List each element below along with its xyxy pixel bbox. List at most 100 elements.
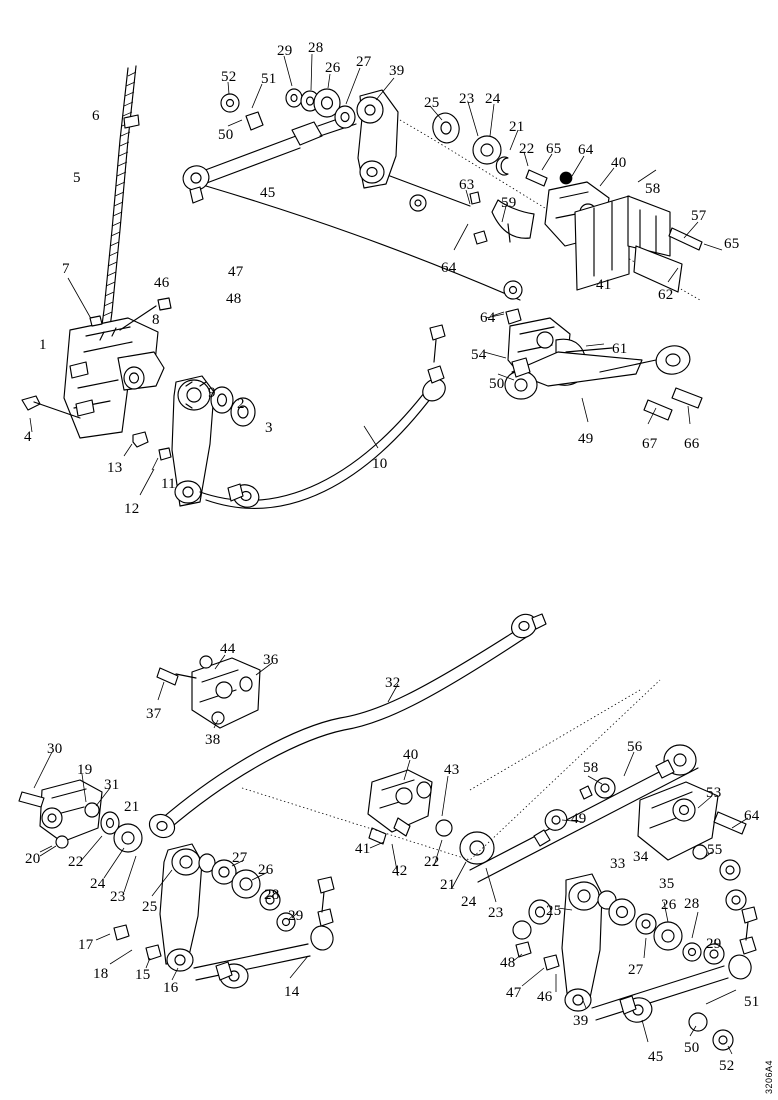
callout-lower-steering-linkage-50: 50 bbox=[684, 1040, 700, 1056]
lower-long-tie-rod-32 bbox=[148, 613, 547, 839]
lower-center-link-49 bbox=[241, 679, 699, 883]
callout-lower-steering-linkage-28: 28 bbox=[684, 896, 700, 912]
pitman-arm-assembly bbox=[123, 375, 256, 507]
drag-link-lower bbox=[199, 324, 446, 509]
callout-lower-steering-linkage-21: 21 bbox=[124, 799, 140, 815]
steering-gearbox bbox=[21, 277, 172, 439]
callout-lower-steering-linkage-33: 33 bbox=[610, 856, 626, 872]
callout-upper-steering-linkage-29: 29 bbox=[277, 43, 293, 59]
callout-upper-steering-linkage-64: 64 bbox=[480, 310, 496, 326]
callout-lower-steering-linkage-39: 39 bbox=[573, 1013, 589, 1029]
callout-upper-steering-linkage-4: 4 bbox=[24, 429, 32, 445]
callout-upper-steering-linkage-49: 49 bbox=[578, 431, 594, 447]
callout-lower-steering-linkage-22: 22 bbox=[68, 854, 84, 870]
upper-right-bracket-group bbox=[429, 101, 723, 293]
callout-lower-steering-linkage-29: 29 bbox=[288, 908, 304, 924]
callout-lower-steering-linkage-34: 34 bbox=[633, 849, 649, 865]
callout-upper-steering-linkage-40: 40 bbox=[611, 155, 627, 171]
callout-upper-steering-linkage-41: 41 bbox=[596, 277, 612, 293]
callout-lower-steering-linkage-44: 44 bbox=[220, 641, 236, 657]
drawing-code: 3206A4 bbox=[764, 1059, 774, 1094]
callout-upper-steering-linkage-27: 27 bbox=[356, 54, 372, 70]
callout-upper-steering-linkage-12: 12 bbox=[124, 501, 140, 517]
callout-lower-steering-linkage-17: 17 bbox=[78, 937, 94, 953]
callout-lower-steering-linkage-21: 21 bbox=[440, 877, 456, 893]
callout-upper-steering-linkage-10: 10 bbox=[372, 456, 388, 472]
callout-lower-steering-linkage-18: 18 bbox=[93, 966, 109, 982]
lower-right-drag-link-45 bbox=[591, 906, 758, 1055]
callout-upper-steering-linkage-61: 61 bbox=[612, 341, 628, 357]
callout-lower-steering-linkage-31: 31 bbox=[104, 777, 120, 793]
callout-upper-steering-linkage-65: 65 bbox=[546, 141, 562, 157]
callout-upper-steering-linkage-46: 46 bbox=[154, 275, 170, 291]
callout-lower-steering-linkage-56: 56 bbox=[627, 739, 643, 755]
callout-upper-steering-linkage-59: 59 bbox=[501, 195, 517, 211]
callout-lower-steering-linkage-26: 26 bbox=[258, 862, 274, 878]
steering-column-shaft bbox=[99, 65, 140, 343]
lower-center-bracket-40 bbox=[367, 759, 497, 903]
callout-lower-steering-linkage-52: 52 bbox=[719, 1058, 735, 1074]
callout-lower-steering-linkage-47: 47 bbox=[506, 985, 522, 1001]
lower-left-drag-link-14 bbox=[193, 876, 335, 989]
callout-upper-steering-linkage-3: 3 bbox=[265, 420, 273, 436]
callout-upper-steering-linkage-7: 7 bbox=[62, 261, 70, 277]
callout-upper-steering-linkage-8: 8 bbox=[152, 312, 160, 328]
callout-upper-steering-linkage-11: 11 bbox=[161, 476, 176, 492]
callout-upper-steering-linkage-64: 64 bbox=[578, 142, 594, 158]
callout-upper-steering-linkage-52: 52 bbox=[221, 69, 237, 85]
callout-lower-steering-linkage-23: 23 bbox=[110, 889, 126, 905]
callout-upper-steering-linkage-24: 24 bbox=[485, 91, 501, 107]
callout-upper-steering-linkage-6: 6 bbox=[92, 108, 100, 124]
callout-lower-steering-linkage-29: 29 bbox=[706, 936, 722, 952]
callout-upper-steering-linkage-23: 23 bbox=[459, 91, 475, 107]
callout-lower-steering-linkage-58: 58 bbox=[583, 760, 599, 776]
callout-lower-steering-linkage-53: 53 bbox=[706, 785, 722, 801]
callout-upper-steering-linkage-58: 58 bbox=[645, 181, 661, 197]
callout-upper-steering-linkage-62: 62 bbox=[658, 287, 674, 303]
callout-lower-steering-linkage-14: 14 bbox=[284, 984, 300, 1000]
callout-lower-steering-linkage-25: 25 bbox=[142, 899, 158, 915]
callout-lower-steering-linkage-55: 55 bbox=[707, 842, 723, 858]
upper-right-lower-arm bbox=[483, 313, 703, 425]
callout-upper-steering-linkage-47: 47 bbox=[228, 264, 244, 280]
callout-upper-steering-linkage-1: 1 bbox=[39, 337, 47, 353]
callout-lower-steering-linkage-22: 22 bbox=[424, 854, 440, 870]
callout-lower-steering-linkage-48: 48 bbox=[500, 955, 516, 971]
lower-bracket-36 bbox=[156, 654, 273, 729]
callout-lower-steering-linkage-49: 49 bbox=[571, 811, 587, 827]
callout-lower-steering-linkage-32: 32 bbox=[385, 675, 401, 691]
callout-upper-steering-linkage-28: 28 bbox=[308, 40, 324, 56]
callout-upper-steering-linkage-13: 13 bbox=[107, 460, 123, 476]
callout-upper-steering-linkage-50: 50 bbox=[218, 127, 234, 143]
callout-upper-steering-linkage-25: 25 bbox=[424, 95, 440, 111]
lower-right-knuckle-39 bbox=[511, 873, 725, 1012]
callout-upper-steering-linkage-57: 57 bbox=[691, 208, 707, 224]
callout-upper-steering-linkage-48: 48 bbox=[226, 291, 242, 307]
callout-lower-steering-linkage-24: 24 bbox=[461, 894, 477, 910]
callout-lower-steering-linkage-36: 36 bbox=[263, 652, 279, 668]
lower-right-bracket-53 bbox=[637, 781, 749, 911]
callout-lower-steering-linkage-25: 25 bbox=[546, 903, 562, 919]
callout-lower-steering-linkage-35: 35 bbox=[659, 876, 675, 892]
callout-lower-steering-linkage-27: 27 bbox=[232, 850, 248, 866]
callout-upper-steering-linkage-50: 50 bbox=[489, 376, 505, 392]
callout-lower-steering-linkage-26: 26 bbox=[661, 897, 677, 913]
callout-lower-steering-linkage-20: 20 bbox=[25, 851, 41, 867]
callout-upper-steering-linkage-51: 51 bbox=[261, 71, 277, 87]
callout-upper-steering-linkage-22: 22 bbox=[519, 141, 535, 157]
upper-mid-small-parts bbox=[409, 189, 535, 325]
callout-lower-steering-linkage-27: 27 bbox=[628, 962, 644, 978]
callout-upper-steering-linkage-2: 2 bbox=[237, 396, 245, 412]
callout-upper-steering-linkage-21: 21 bbox=[509, 119, 525, 135]
callout-lower-steering-linkage-42: 42 bbox=[392, 863, 408, 879]
callout-lower-steering-linkage-41: 41 bbox=[355, 841, 371, 857]
callout-lower-steering-linkage-37: 37 bbox=[146, 706, 162, 722]
callout-lower-steering-linkage-16: 16 bbox=[163, 980, 179, 996]
callout-upper-steering-linkage-63: 63 bbox=[459, 177, 475, 193]
callout-lower-steering-linkage-51: 51 bbox=[744, 994, 760, 1010]
callout-lower-steering-linkage-38: 38 bbox=[205, 732, 221, 748]
callout-lower-steering-linkage-23: 23 bbox=[488, 905, 504, 921]
callout-upper-steering-linkage-45: 45 bbox=[260, 185, 276, 201]
